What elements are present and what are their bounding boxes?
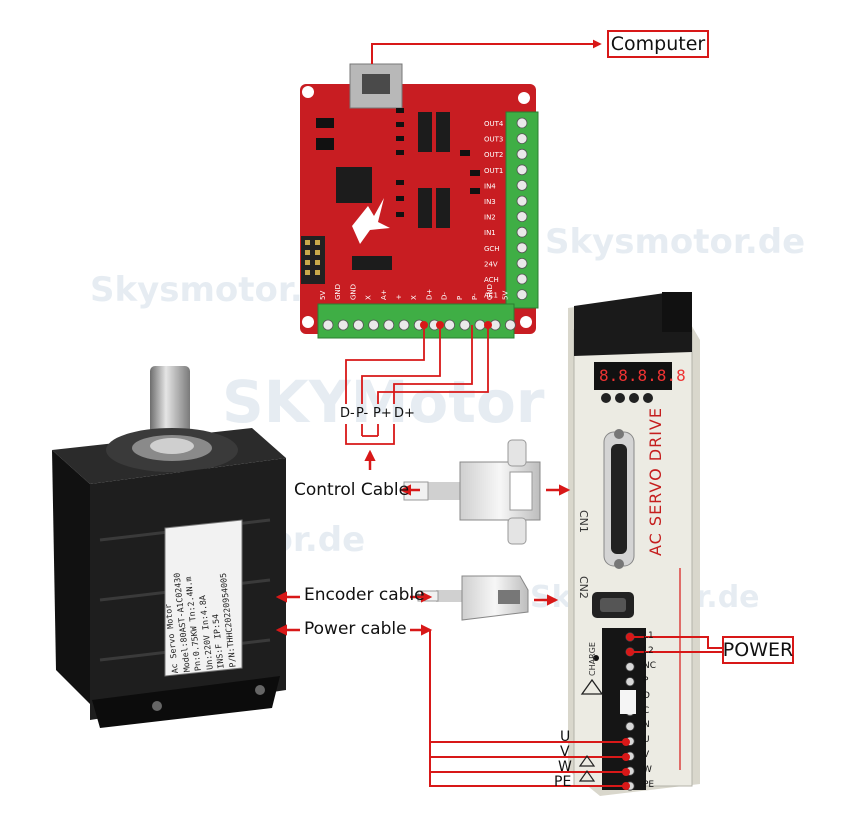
- board-terminal-screw: [322, 319, 334, 331]
- board-terminal-screw: [516, 226, 528, 238]
- board-terminal-screw: [444, 319, 456, 331]
- drive-display: 8.8.8.8.8: [599, 366, 686, 385]
- watermark: Skysmotor.de: [545, 222, 806, 262]
- board-pin-label: D-: [441, 292, 449, 300]
- cn2-label: CN2: [577, 576, 590, 599]
- board-terminal-screw: [516, 148, 528, 160]
- control-signal-wires: [345, 325, 489, 445]
- control-cable-label: Control Cable: [294, 480, 410, 500]
- board-pin-label: A+: [380, 289, 388, 300]
- board-terminal-screw: [516, 179, 528, 191]
- board-terminal-screw: [398, 319, 410, 331]
- board-terminal-screw: [516, 242, 528, 254]
- board-terminal-screw: [516, 117, 528, 129]
- board-output-label: IN2: [484, 214, 496, 222]
- board-output-label: OUT4: [484, 120, 504, 128]
- board-pin-label: GND: [349, 284, 357, 300]
- drive-terminal-screw: [625, 662, 635, 672]
- board-terminal-screw: [516, 195, 528, 207]
- board-terminal-screw: [516, 257, 528, 269]
- board-pin-label: GND: [334, 284, 342, 300]
- board-terminal-screw: [352, 319, 364, 331]
- board-terminal-screw: [516, 273, 528, 285]
- servo-drive-body: [568, 292, 700, 796]
- board-terminal-screw: [383, 319, 395, 331]
- board-pin-label: X: [365, 295, 373, 300]
- power-label: POWER: [722, 636, 794, 664]
- drive-terminal-label: W: [643, 765, 652, 776]
- drive-terminal-label: V: [643, 750, 650, 761]
- servo-motor: [52, 366, 286, 728]
- board-terminal-screw: [516, 164, 528, 176]
- drive-terminal-label: NC: [643, 660, 657, 671]
- drive-terminal-label: L1: [643, 631, 654, 641]
- power-input-wires: [630, 636, 722, 653]
- drive-terminal-label: N: [643, 720, 650, 731]
- board-output-label: IN3: [484, 198, 496, 206]
- board-output-label: IN1: [484, 229, 496, 237]
- charge-label: CHARGE: [588, 642, 597, 676]
- board-terminal-screw: [459, 319, 471, 331]
- board-pin-label: D+: [425, 289, 433, 300]
- board-output-label: IN4: [484, 182, 496, 190]
- board-output-label: OUT1: [484, 167, 503, 175]
- board-pin-label: 5V: [501, 291, 509, 300]
- board-terminal-screw: [516, 133, 528, 145]
- board-pin-label: +: [395, 294, 403, 300]
- phase-u-label: U: [560, 729, 571, 745]
- board-output-label: OUT3: [484, 136, 503, 144]
- board-terminal-screw: [516, 211, 528, 223]
- encoder-cable-label: Encoder cable: [304, 585, 425, 605]
- board-pin-label: P-: [471, 293, 479, 300]
- motor-phase-wires: [429, 630, 624, 787]
- signal-d-plus-label: D+: [394, 406, 415, 421]
- drive-terminal-screw: [625, 721, 635, 732]
- board-terminal-screw: [474, 319, 486, 331]
- watermark: SKYMotor: [222, 368, 545, 436]
- board-pin-label: X: [410, 295, 418, 300]
- board-pin-label: P: [456, 296, 464, 300]
- db25-control-connector: [403, 439, 541, 545]
- drive-terminal-screw: [625, 677, 635, 687]
- board-terminal-screw: [368, 319, 380, 331]
- board-output-label: ACH: [484, 276, 499, 284]
- drive-terminal-label: D: [643, 690, 650, 701]
- drive-terminal-label: C: [643, 705, 650, 716]
- signal-d-minus-label: D-: [340, 406, 355, 421]
- board-output-label: GCH: [484, 245, 500, 253]
- signal-p-plus-label: P+: [373, 406, 392, 421]
- drive-terminal-label: U: [643, 735, 650, 746]
- drive-title: AC SERVO DRIVE: [646, 407, 665, 556]
- board-output-label: AC1: [484, 292, 498, 300]
- phase-pe-label: PE: [554, 774, 572, 790]
- drive-terminal-label: P: [643, 675, 649, 686]
- computer-label: Computer: [607, 30, 709, 58]
- cn1-label: CN1: [577, 510, 590, 533]
- drive-terminal-label: PE: [643, 780, 655, 790]
- board-pin-label: GND: [486, 284, 494, 300]
- board-pin-label: 5V: [319, 291, 327, 300]
- signal-p-minus-label: P-: [356, 406, 369, 421]
- board-terminal-screw: [504, 319, 516, 331]
- phase-w-label: W: [558, 759, 572, 775]
- phase-v-label: V: [560, 744, 570, 760]
- board-output-label: OUT2: [484, 151, 503, 159]
- board-terminal-screw: [337, 319, 349, 331]
- encoder-connector: [417, 575, 529, 621]
- board-output-label: 24V: [484, 260, 498, 268]
- board-terminal-screw: [516, 289, 528, 301]
- drive-terminal-label: L2: [643, 645, 654, 656]
- usb-to-computer-wire: [371, 39, 602, 64]
- power-cable-label: Power cable: [304, 619, 407, 639]
